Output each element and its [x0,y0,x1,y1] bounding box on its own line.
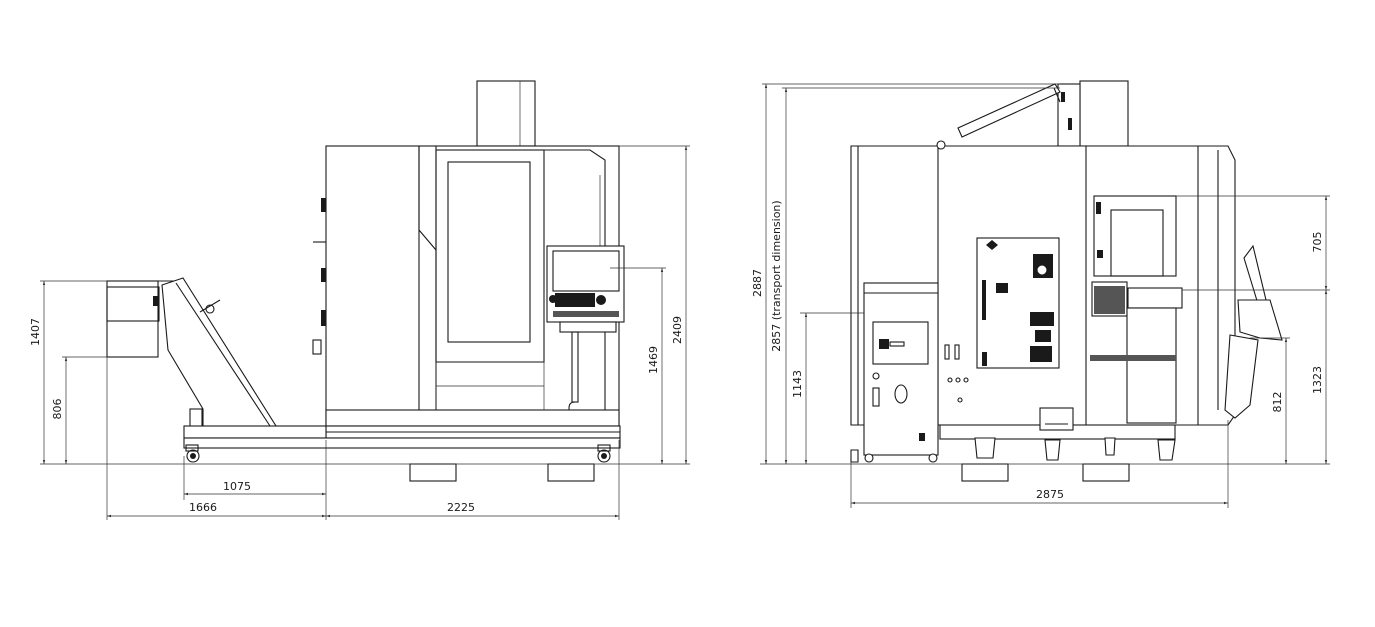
dim-2409: 2409 [671,316,684,344]
dim-1323: 1323 [1311,366,1324,394]
dim-2857-transport: 2857 (transport dimension) [770,200,783,351]
dim-2225: 2225 [447,501,475,514]
side-view-dimensions: 2887 2857 (transport dimension) 1143 287… [751,83,1330,508]
dim-1407: 1407 [29,318,42,346]
dim-1143: 1143 [791,370,804,398]
dim-1075: 1075 [223,480,251,493]
dim-812: 812 [1271,392,1284,413]
side-view [850,80,1283,482]
dim-806: 806 [51,399,64,420]
dim-2875: 2875 [1036,488,1064,501]
dim-705: 705 [1311,232,1324,253]
front-view-dimensions: 2409 1469 1407 806 1075 1666 2225 [29,145,690,520]
dim-1666: 1666 [189,501,217,514]
dim-2887: 2887 [751,269,764,297]
dim-1469: 1469 [647,346,660,374]
front-view [106,80,625,482]
